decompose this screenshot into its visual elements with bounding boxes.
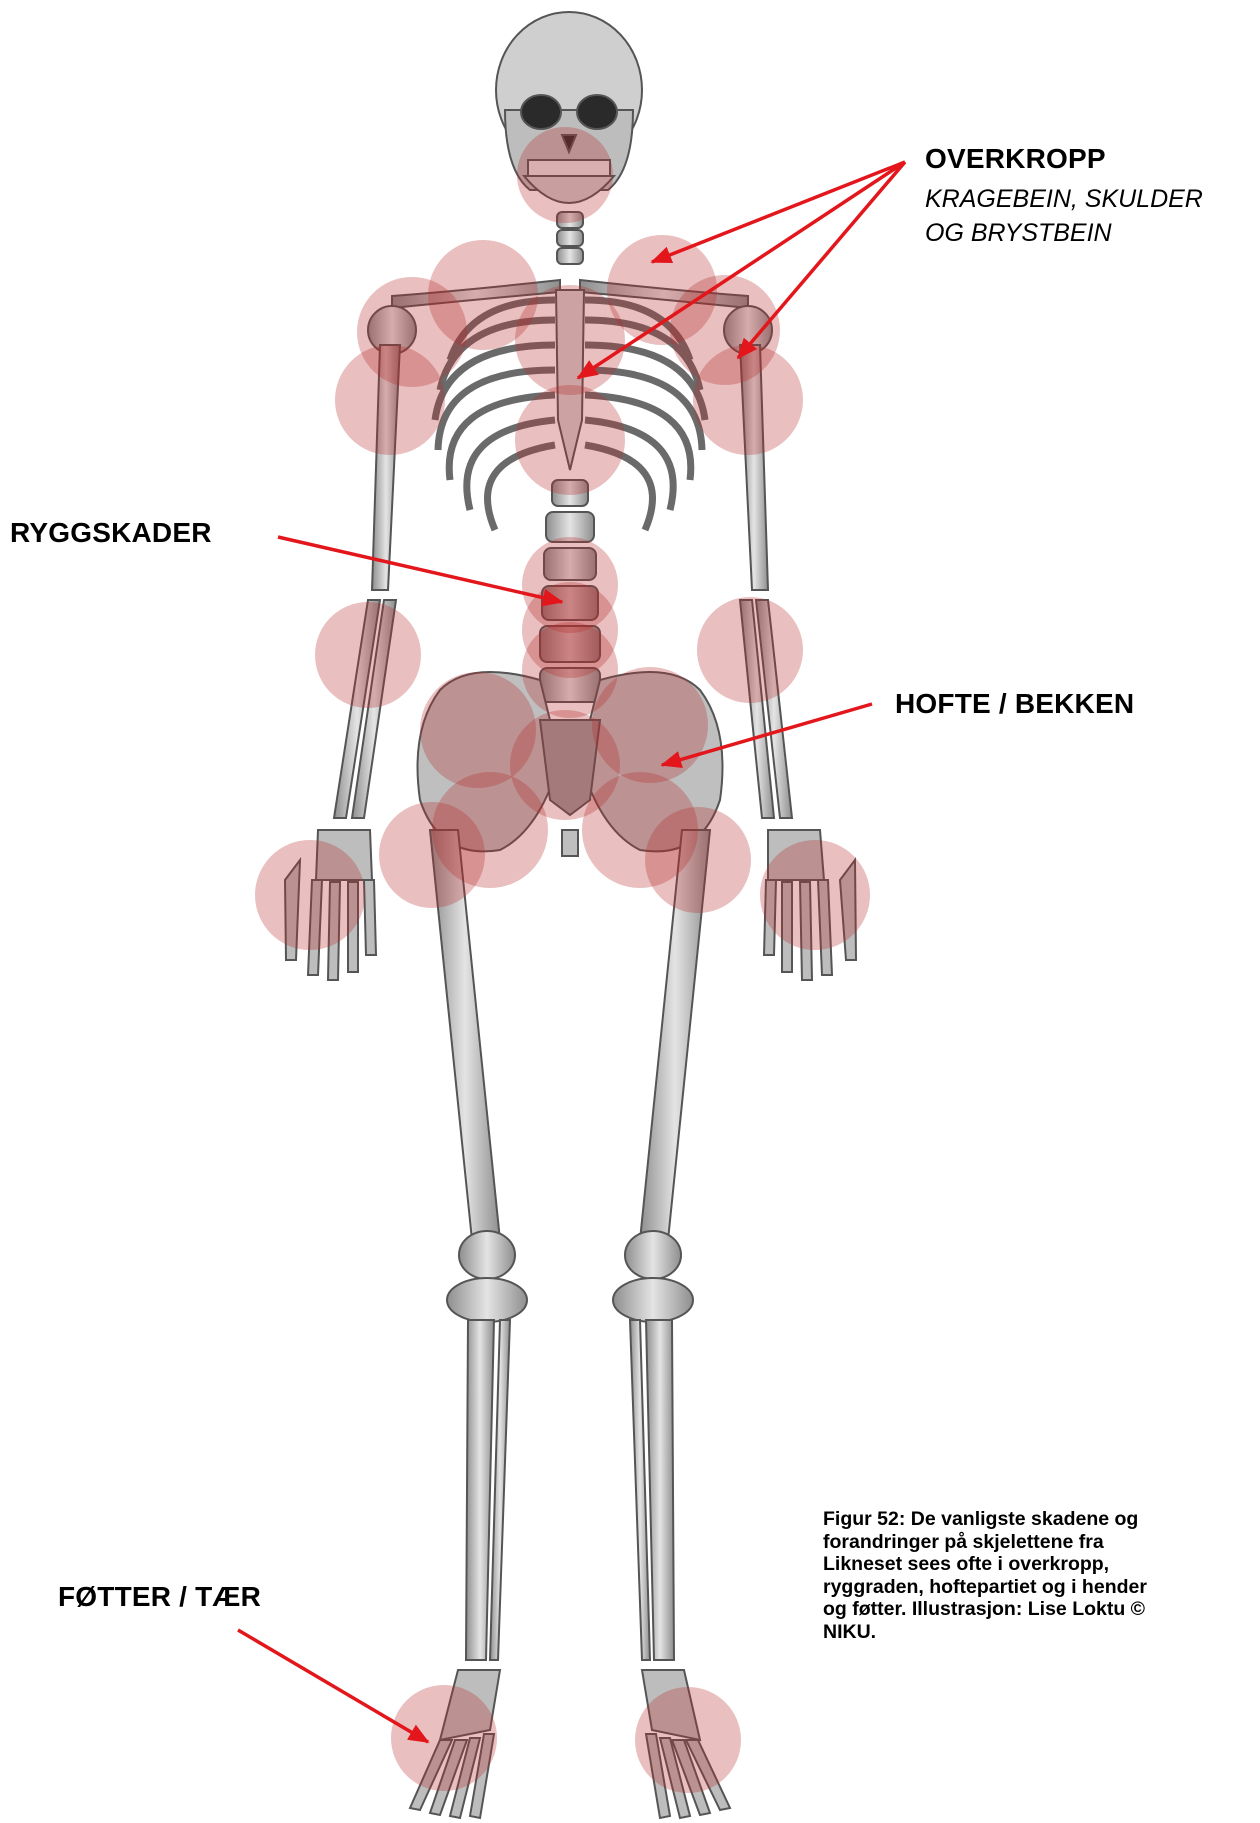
highlight-left-elbow [315, 602, 421, 708]
highlight-right-hand [760, 840, 870, 950]
highlight-right-femur-head [645, 807, 751, 913]
arrow-overkropp-shoulder [738, 162, 905, 358]
right-tibia [646, 1320, 674, 1660]
label-ryggskader: RYGGSKADER [10, 517, 212, 549]
highlight-left-femur-head [379, 802, 485, 908]
label-overkropp-sub-2: OG BRYSTBEIN [925, 216, 1112, 250]
highlight-sternum-upper [515, 285, 625, 395]
highlight-left-upperarm [335, 345, 445, 455]
arrow-fotter [238, 1630, 428, 1742]
highlight-sternum-lower [515, 385, 625, 495]
highlight-jaw [517, 127, 613, 223]
highlight-left-foot [391, 1685, 497, 1791]
label-overkropp: OVERKROPP [925, 143, 1106, 175]
label-hofte-bekken: HOFTE / BEKKEN [895, 688, 1134, 720]
highlight-right-foot [635, 1687, 741, 1793]
figure-caption: Figur 52: De vanligste skadene og forand… [823, 1508, 1153, 1643]
highlight-right-elbow [697, 597, 803, 703]
highlight-left-hand [255, 840, 365, 950]
left-tibia [466, 1320, 494, 1660]
label-fotter-taer: FØTTER / TÆR [58, 1581, 261, 1613]
highlight-right-upperarm [693, 345, 803, 455]
label-overkropp-sub-1: KRAGEBEIN, SKULDER [925, 182, 1203, 216]
arrow-ryggskader [278, 537, 562, 602]
